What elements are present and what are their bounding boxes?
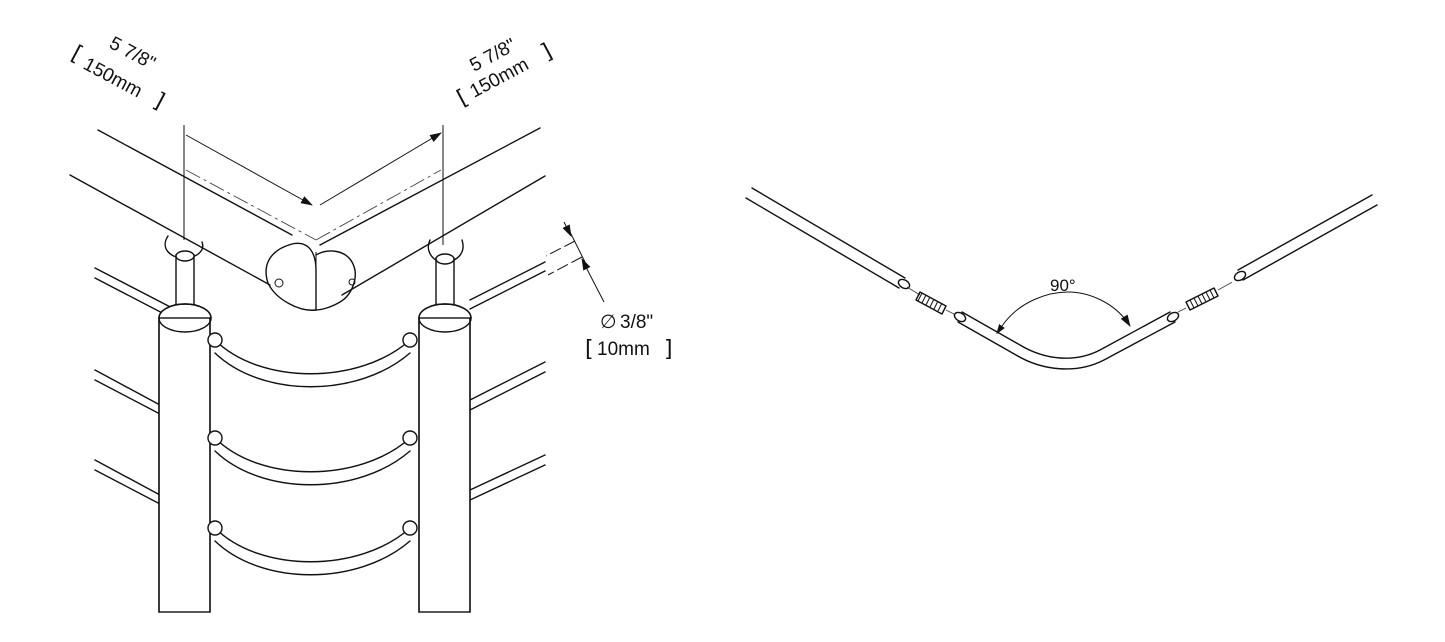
left-cable-segment	[745, 187, 921, 296]
cable-diameter-dimension	[545, 221, 605, 303]
background-cables-right	[469, 261, 546, 501]
corner-cables	[207, 332, 418, 576]
angle-label: 90°	[1050, 276, 1076, 295]
right-threaded-stud	[1177, 279, 1237, 313]
post-right	[418, 253, 472, 613]
dim-a-close-bracket: ]	[149, 88, 168, 114]
cable-bend-view: 90°	[745, 187, 1378, 370]
bent-cable	[953, 311, 1180, 370]
cable-dia-imperial: 3/8"	[620, 312, 653, 333]
cable-dia-close-bracket: ]	[664, 337, 673, 362]
post-left	[158, 250, 212, 613]
handrail	[69, 127, 546, 311]
angle-dimension	[996, 291, 1131, 335]
dim-b-close-bracket: ]	[537, 39, 556, 65]
background-cables-left	[94, 267, 181, 505]
corner-assembly-view: 5 7/8" [ 150mm ] 5 7/8" [ 150mm ] ∅ 3/8"…	[67, 33, 673, 613]
left-threaded-stud	[915, 291, 959, 317]
dimension-a	[183, 125, 444, 245]
cable-dia-symbol: ∅	[600, 312, 617, 333]
cable-dia-open-bracket: [	[585, 337, 594, 362]
right-cable-segment	[1233, 194, 1378, 282]
cable-dia-metric: 10mm	[597, 339, 650, 360]
